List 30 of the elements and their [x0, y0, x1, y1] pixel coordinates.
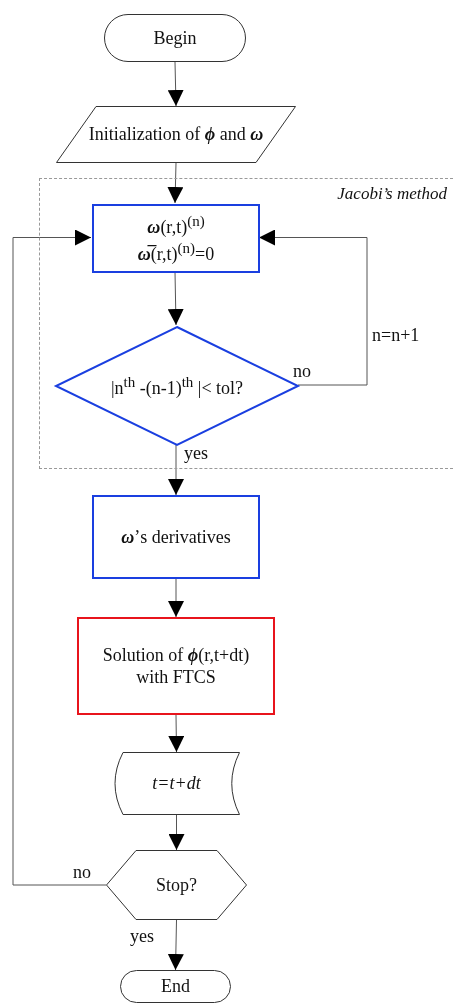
- decision-hexagon: [106, 850, 247, 920]
- node-text: ω̅(r,t)$^{(n)}$=0: [137, 238, 215, 265]
- process-box: [77, 617, 275, 715]
- node-text: End: [161, 975, 190, 998]
- node-text: Begin: [153, 26, 197, 50]
- arrow: [167, 919, 184, 971]
- arrow: [167, 271, 184, 326]
- tape-shape: [113, 752, 240, 815]
- input-parallelogram: [56, 106, 296, 163]
- arrow: [258, 229, 368, 386]
- arrow: [167, 162, 184, 204]
- node-text: |n$^{th}$ -(n-1)$^{th}$ |< tol?: [110, 372, 244, 400]
- arrow: [167, 61, 184, 107]
- process-box: [92, 495, 260, 579]
- process-box: [92, 204, 260, 273]
- group-title: Jacobi’s method: [337, 183, 447, 205]
- node-text: Solution of ϕ(r,t+dt) with FTCS: [101, 643, 251, 689]
- node-text: ω’s derivatives: [121, 525, 231, 549]
- node-text: ω(r,t)$^{(n)}$: [147, 212, 205, 239]
- end-terminal: [120, 970, 231, 1003]
- arrow: [168, 444, 184, 496]
- start-terminal: [104, 14, 246, 62]
- arrow: [168, 578, 184, 618]
- method-group: [39, 178, 453, 469]
- node-text: t=t+dt: [152, 772, 201, 795]
- node-text: Initialization of ϕ and ω: [88, 123, 264, 146]
- arrow: [168, 814, 185, 851]
- arrow: [12, 229, 107, 886]
- node-text: Stop?: [156, 873, 197, 897]
- arrow: [168, 714, 185, 753]
